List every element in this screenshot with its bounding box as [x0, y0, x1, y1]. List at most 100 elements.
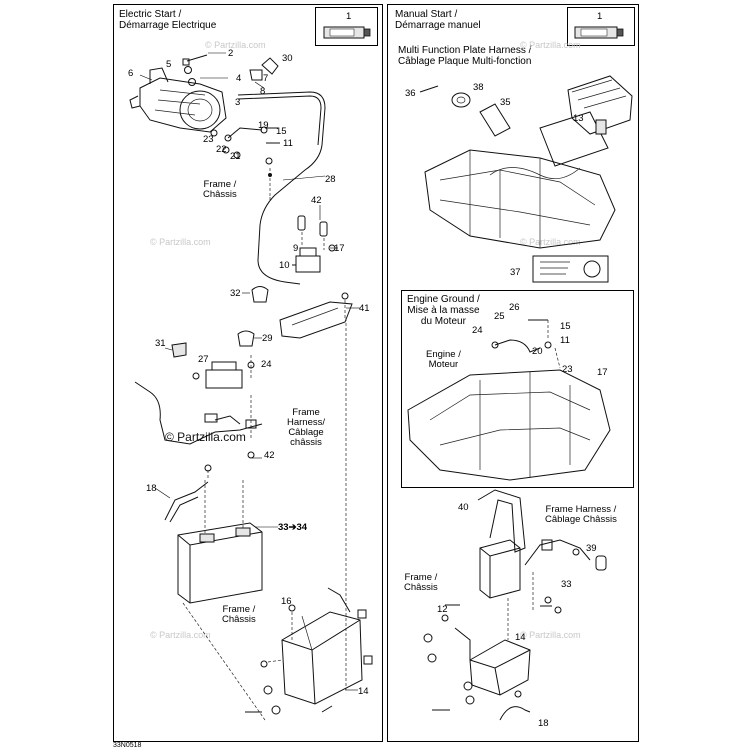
callout: 32	[230, 288, 241, 299]
callout: 22	[216, 144, 227, 155]
callout: 1	[597, 11, 602, 22]
callout: 6	[128, 68, 133, 79]
frame-chassis-note-3: Frame / Châssis	[404, 572, 438, 593]
callout: 41	[359, 303, 370, 314]
callout: 40	[458, 502, 469, 513]
callout: 39	[586, 543, 597, 554]
relay-icon	[192, 361, 255, 389]
boot-cap-icon	[595, 555, 607, 571]
manual-start-title: Manual Start / Démarrage manuel	[395, 9, 481, 31]
engine-block-icon	[407, 369, 611, 481]
callout: 33➔34	[278, 522, 308, 533]
watermark: © Partzilla.com	[150, 237, 211, 247]
callout: 16	[281, 596, 292, 607]
starter-motor-icon	[129, 67, 227, 133]
boot-cap-icon	[171, 342, 187, 358]
callout: 31	[155, 338, 166, 349]
callout: 17	[597, 367, 608, 378]
callout: 3	[235, 97, 240, 108]
callout: 27	[198, 354, 209, 365]
callout: 2	[228, 48, 233, 59]
nut-icon	[188, 78, 196, 86]
frame-chassis-note-1: Frame / Châssis	[203, 179, 237, 200]
callout: 7	[263, 73, 268, 84]
harness-icon	[134, 381, 263, 445]
grease-tube-icon	[574, 26, 624, 39]
bracket-icon	[279, 301, 353, 339]
battery-strap-icon	[477, 489, 526, 553]
battery-cable-icon	[164, 481, 209, 521]
callout: 36	[405, 88, 416, 99]
callout: 33	[561, 579, 572, 590]
callout: 35	[500, 97, 511, 108]
callout: 30	[282, 53, 293, 64]
bolt-icon	[249, 69, 263, 81]
frame-harness-note-right: Frame Harness / Câblage Châssis	[545, 504, 617, 525]
callout: 42	[264, 450, 275, 461]
callout: 11	[560, 335, 570, 346]
engine-ground-cable-icon	[491, 339, 552, 353]
callout: 23	[562, 364, 573, 375]
boot-cap-icon	[261, 57, 279, 75]
callout: 24	[472, 325, 483, 336]
frame-harness-note-left: Frame Harness/ Câblage châssis	[287, 407, 326, 448]
callout: 1	[346, 11, 351, 22]
callout: 29	[262, 333, 273, 344]
callout: 18	[538, 718, 549, 729]
nut-icon	[184, 66, 192, 74]
battery-cable-icon	[499, 706, 531, 721]
engine-ground-subpanel	[401, 290, 634, 488]
bolt-icon	[182, 54, 208, 66]
watermark: © Partzilla.com	[520, 40, 581, 50]
watermark: © Partzilla.com	[205, 40, 266, 50]
callout: 12	[437, 604, 448, 615]
callout: 19	[258, 120, 269, 131]
callout: 15	[560, 321, 571, 332]
battery-tray-icon	[281, 587, 363, 705]
harness-title: Multi Function Plate Harness / Câblage P…	[398, 45, 532, 67]
watermark: © Partzilla.com	[520, 237, 581, 247]
callout: 23	[203, 134, 214, 145]
callout: 10	[279, 260, 290, 271]
watermark: © Partzilla.com	[150, 630, 211, 640]
callout: 17	[334, 243, 345, 254]
boot-cap-icon	[251, 286, 269, 303]
callout: 13	[573, 113, 584, 124]
electric-start-panel	[113, 4, 383, 742]
callout: 21	[230, 151, 241, 162]
callout: 28	[325, 174, 336, 185]
electric-start-title: Electric Start / Démarrage Electrique	[119, 9, 217, 31]
battery-tray-icon	[469, 639, 531, 696]
callout: 37	[510, 267, 521, 278]
callout: 24	[261, 359, 272, 370]
engine-ground-title: Engine Ground / Mise à la masse du Moteu…	[407, 294, 480, 327]
callout: 26	[509, 302, 520, 313]
decal-icon	[532, 255, 609, 283]
battery-icon	[479, 539, 521, 599]
callout: 5	[166, 59, 171, 70]
grease-tube-icon	[323, 26, 371, 39]
callout: 4	[236, 73, 241, 84]
callout: 38	[473, 82, 484, 93]
callout: 14	[358, 686, 369, 697]
callout: 18	[146, 483, 157, 494]
starter-cable-icon	[237, 91, 326, 285]
callout: 15	[276, 126, 287, 137]
harness-icon	[524, 539, 591, 566]
callout: 25	[494, 311, 505, 322]
frame-icon	[424, 149, 616, 249]
callout: 20	[532, 346, 543, 357]
callout: 42	[311, 195, 322, 206]
watermark: © Partzilla.com	[520, 630, 581, 640]
solenoid-icon	[292, 215, 328, 273]
callout: 11	[283, 138, 293, 149]
engine-label: Engine / Moteur	[426, 349, 461, 370]
callout: 8	[260, 86, 265, 97]
callout: 14	[515, 632, 526, 643]
fuse-holder-icon	[479, 103, 511, 137]
battery-icon	[177, 522, 263, 604]
ground-cable-icon	[227, 127, 263, 139]
frame-chassis-note-2: Frame / Châssis	[222, 604, 256, 625]
